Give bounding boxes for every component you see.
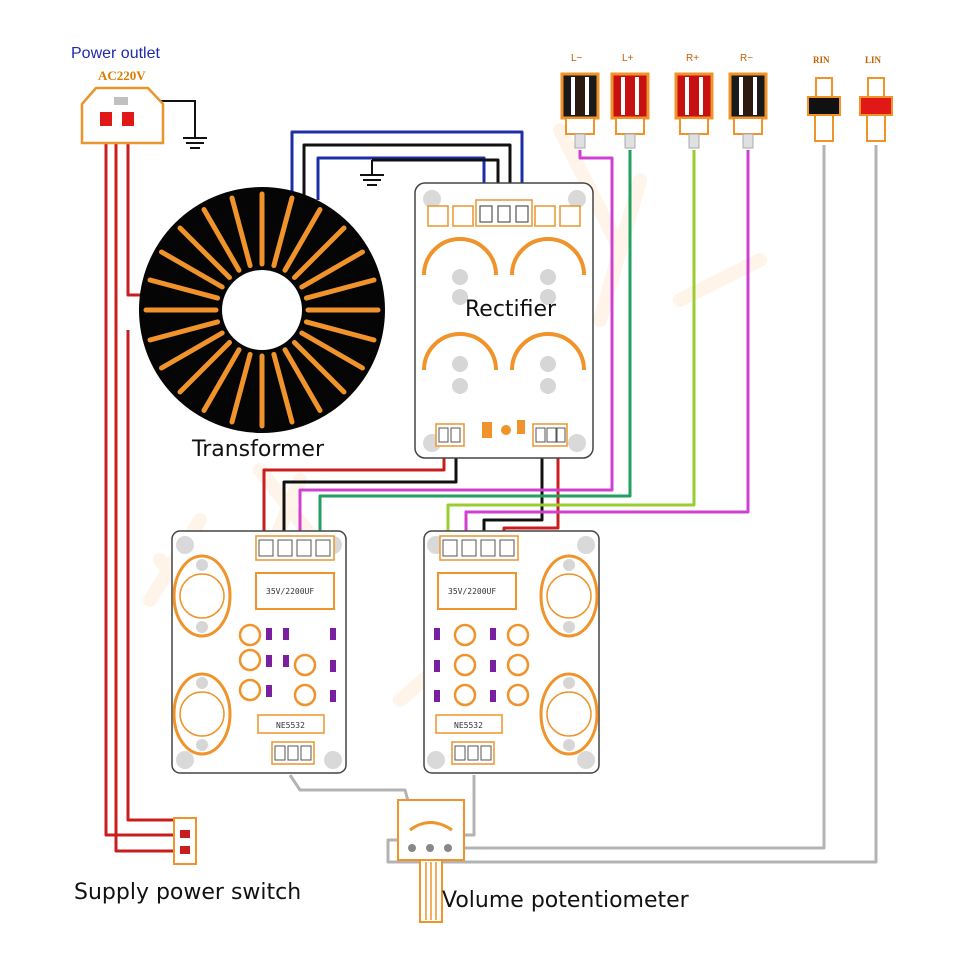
winding-line [229,351,253,425]
jack-label-l-minus: L− [571,53,583,64]
winding-line [271,351,295,425]
winding-line [299,330,365,371]
winding-line [282,347,323,413]
rectifier-label: Rectifier [465,297,557,322]
mains-wires [104,130,184,853]
supply-power-switch [173,817,197,865]
winding-line [147,277,221,301]
rectifier-ground-symbol [360,160,384,186]
volume-potentiometer [397,799,465,923]
filter-capacitors [422,237,586,394]
ac-voltage-label: AC220V [98,68,146,83]
jack-label-lin: LIN [865,55,882,65]
amp-board-right: 35V/2200UF NE5532 [423,530,600,774]
jack-label-r-plus: R+ [686,53,700,64]
jack-label-rin: RIN [813,55,830,65]
rca-jack-rin [807,77,841,142]
winding-line [303,319,377,343]
jack-label-r-minus: R− [740,53,754,64]
volume-pot-label: Volume potentiometer [442,888,689,913]
winding-line [303,277,377,301]
rca-jack-lin [859,77,893,142]
winding-line [292,340,347,395]
speaker-jack-l-plus [610,72,650,149]
winding-line [292,225,347,280]
capacitor-label-left: 35V/2200UF [266,587,314,596]
winding-line [159,330,225,371]
winding-line [147,319,221,343]
jack-label-l-plus: L+ [622,53,634,64]
winding-line [201,347,242,413]
amp-board-left: 35V/2200UF NE5532 [171,530,347,774]
winding-line [282,207,323,273]
speaker-jack-l-minus [560,72,600,149]
winding-line [177,340,232,395]
transformer-label: Transformer [192,437,325,462]
capacitor-label-right: 35V/2200UF [448,587,496,596]
winding-line [201,207,242,273]
winding-line [229,195,253,269]
winding-line [159,249,225,290]
speaker-wires [298,150,750,540]
speaker-jack-r-plus [674,72,714,149]
rectifier-board [414,182,594,459]
transformer [139,187,385,433]
power-outlet [80,86,165,145]
chip-label-left: NE5532 [276,721,305,730]
speaker-jack-r-minus [728,72,768,149]
power-outlet-label: Power outlet [71,45,160,62]
supply-switch-label: Supply power switch [74,880,302,905]
winding-line [177,225,232,280]
chip-label-right: NE5532 [454,721,483,730]
winding-line [271,195,295,269]
winding-line [299,249,365,290]
